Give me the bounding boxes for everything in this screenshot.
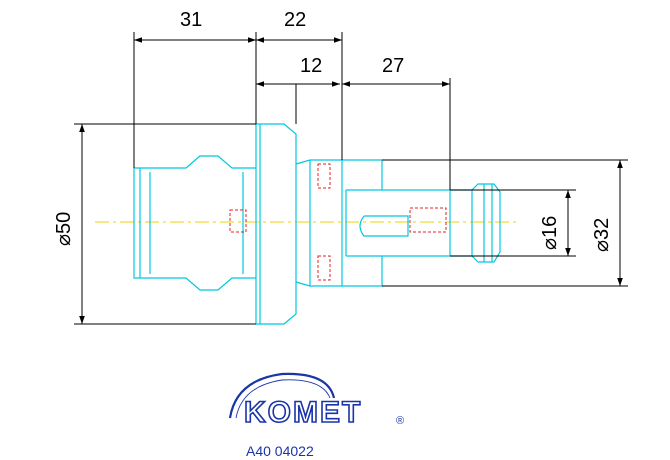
dim-label-dia16: ⌀16 [539, 216, 561, 250]
hidden-screw-left [229, 209, 247, 233]
dim-label-27: 27 [382, 55, 404, 77]
dim-label-22: 22 [284, 9, 306, 31]
flange [255, 123, 297, 325]
hidden-screw-bottom [317, 255, 331, 281]
dimension-lines [74, 32, 628, 325]
neck [295, 159, 343, 287]
slot [359, 215, 409, 237]
logo-brand: KOMET [244, 396, 362, 429]
front-body [342, 159, 451, 287]
dim-label-12: 12 [300, 55, 322, 77]
logo-registered-mark: ® [396, 415, 404, 427]
logo-arc [228, 372, 336, 419]
dim-label-dia50: ⌀50 [53, 212, 75, 246]
hidden-screw-top [317, 163, 331, 189]
shank [133, 155, 256, 291]
hidden-features [229, 163, 447, 281]
komet-logo: KOMET ® [228, 372, 404, 430]
part-number: A40 04022 [246, 443, 314, 459]
hidden-thread [409, 207, 447, 233]
dim-label-31: 31 [180, 9, 202, 31]
part-outline [133, 123, 501, 325]
knurled-end [450, 183, 501, 263]
dim-label-dia32: ⌀32 [591, 218, 613, 252]
